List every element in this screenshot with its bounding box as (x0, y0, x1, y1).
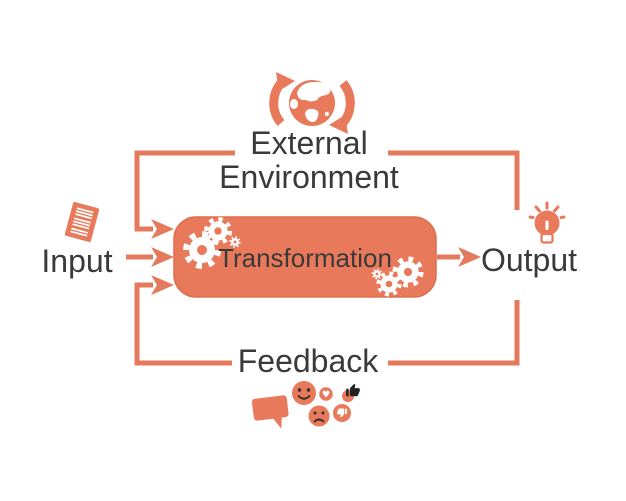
transformation-box (173, 216, 437, 298)
connector-lines (126, 150, 520, 366)
document-icon (64, 202, 100, 242)
input-label: Input (41, 243, 113, 279)
connector-bottom-left (134, 282, 232, 366)
arrowhead-input-middle (151, 247, 174, 267)
arrowheads (151, 219, 481, 295)
sad-face-icon (308, 405, 330, 427)
thumbs-up-icon (342, 383, 360, 402)
arrowhead-output (458, 247, 481, 267)
heart-icon: ♥ (319, 387, 333, 401)
external-environment-line2: Environment (219, 159, 399, 195)
arrowhead-input-top (151, 219, 174, 239)
connector-top-left (134, 150, 235, 232)
external-environment-line1: External (250, 125, 368, 161)
lightbulb-icon (528, 201, 566, 244)
external-environment-label: External Environment (219, 126, 399, 194)
speech-bubble-icon (251, 395, 289, 429)
connector-top-right (388, 150, 520, 210)
connector-bottom-right (388, 300, 520, 366)
arrowhead-input-bottom (151, 275, 174, 295)
svg-text:♥: ♥ (322, 390, 331, 401)
smiley-face-icon (292, 381, 316, 405)
thumbs-down-icon (333, 404, 351, 422)
globe-cycle-icon (269, 72, 355, 134)
feedback-label: Feedback (237, 343, 379, 379)
output-label: Output (480, 242, 578, 278)
feedback-icons: ♥ (251, 381, 360, 429)
transformation-label: Transformation (218, 243, 392, 273)
